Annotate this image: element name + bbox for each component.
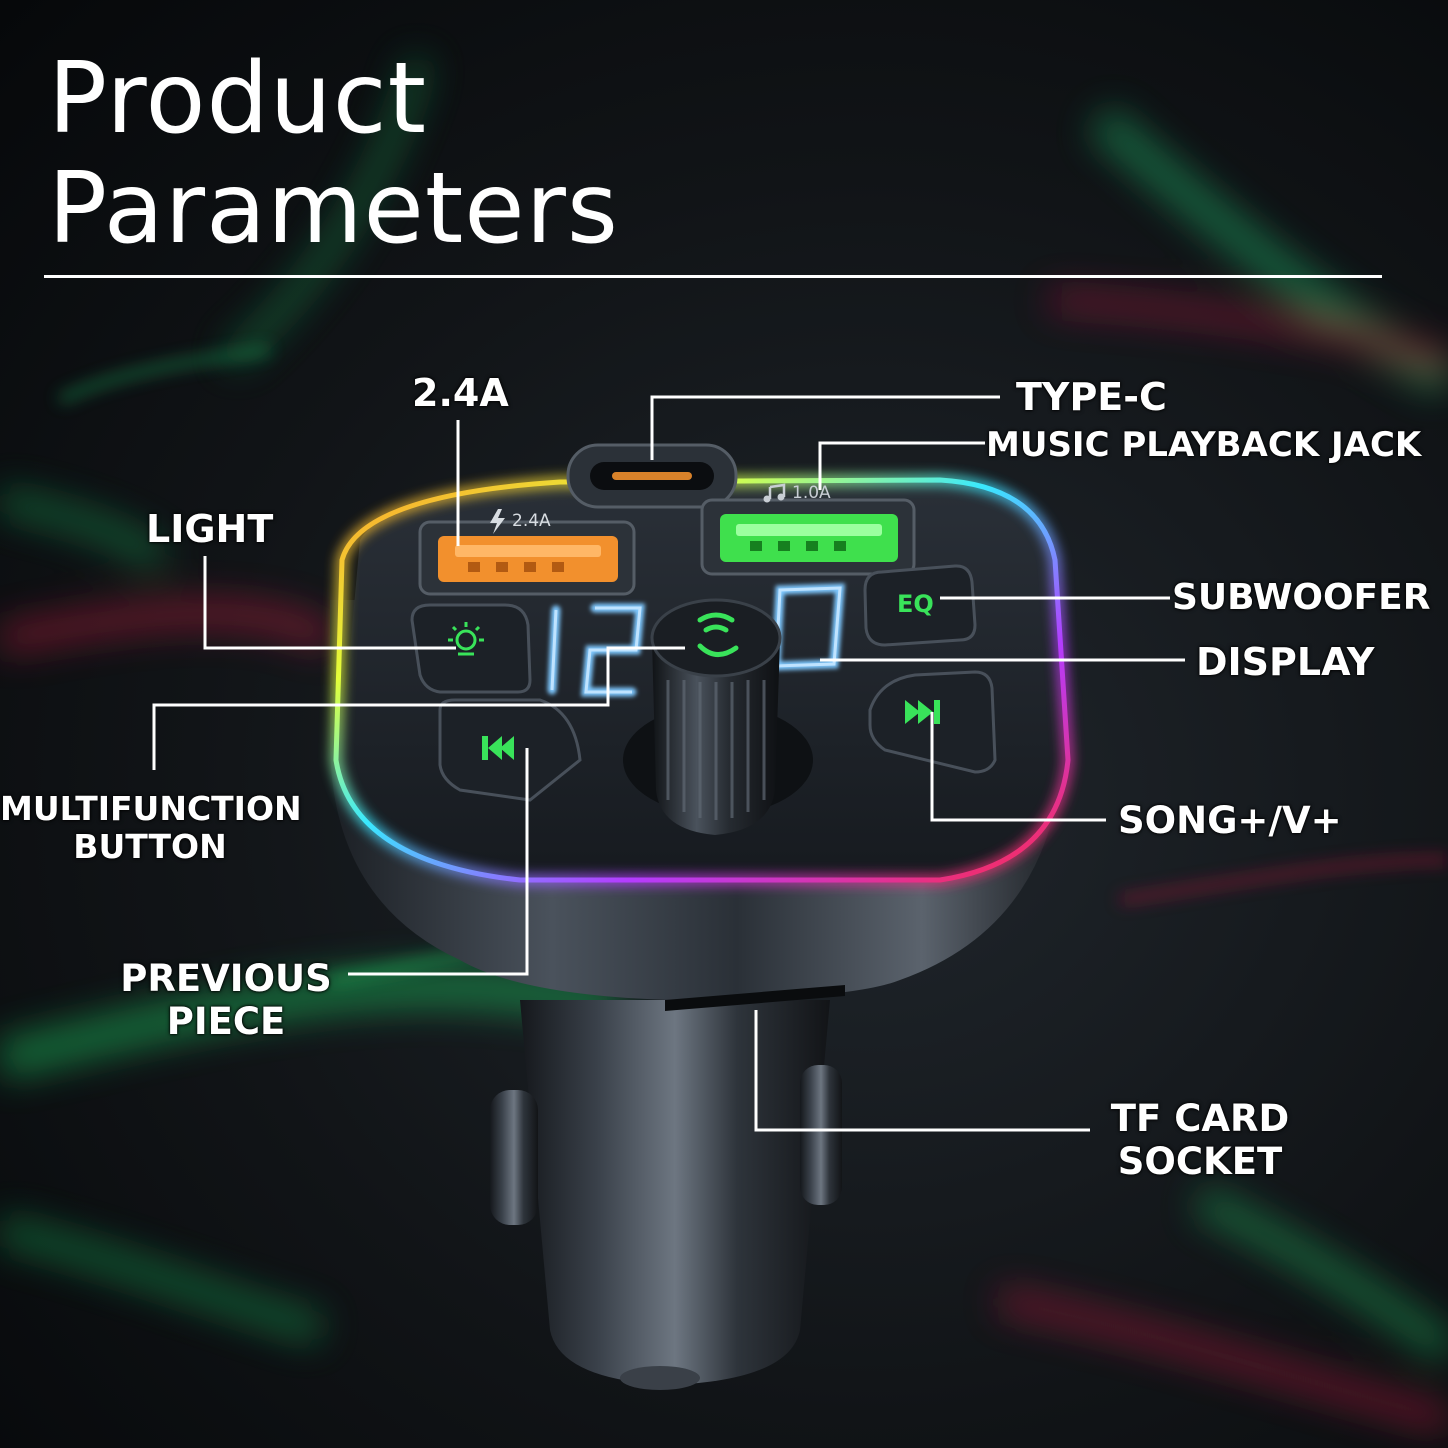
light-bulb-icon [448,622,484,656]
multifunction-knob[interactable] [623,598,813,835]
next-track-icon [905,700,940,724]
eq-button[interactable]: EQ [863,564,977,647]
eq-button-label: EQ [897,590,934,618]
label-tf-line-2: SOCKET [1117,1139,1283,1183]
leader-tf-card [754,1010,1090,1132]
previous-track-button[interactable] [438,698,582,802]
label-2-4a: 2.4A [412,371,509,415]
tf-card-slot [665,985,845,1011]
bolt-icon [490,509,505,534]
label-previous-line-2: PIECE [166,999,286,1043]
label-tf-line-1: TF CARD [1110,1097,1290,1140]
page-title: Product Parameters [48,44,619,264]
leader-song-next [930,712,1106,822]
label-display: DISPLAY [1196,640,1375,684]
label-light: LIGHT [146,507,274,551]
light-button[interactable] [410,603,532,694]
page-title-line-2: Parameters [48,152,619,266]
label-music-playback-jack: MUSIC PLAYBACK JACK [986,425,1422,465]
leader-light [203,556,456,650]
leader-type-c [650,395,1000,460]
leader-previous [348,748,529,976]
label-subwoofer: SUBWOOFER [1172,577,1431,618]
leader-music-jack [818,441,985,490]
label-multifunction-line-2: BUTTON [73,826,227,866]
music-note-icon [763,483,786,503]
label-previous-piece: PREVIOUS PIECE [106,957,346,1043]
label-multifunction-button: MULTIFUNCTION BUTTON [0,789,302,866]
port-left-marking: 2.4A [512,511,551,531]
label-multifunction-line-1: MULTIFUNCTION [0,789,302,828]
plug-side-clip-right [800,1065,842,1205]
label-previous-line-1: PREVIOUS [120,957,332,1000]
label-song-next: SONG+/V+ [1118,799,1342,842]
phone-call-icon [697,612,739,657]
leader-multifunction [152,646,685,770]
label-tf-card-socket: TF CARD SOCKET [1100,1097,1300,1183]
plug-side-clip-left [490,1090,538,1225]
title-divider [44,275,1382,278]
previous-track-icon [482,736,514,760]
page-title-line-1: Product [48,42,428,156]
plug-barrel [520,1000,830,1385]
label-type-c: TYPE-C [1016,375,1167,419]
plug-tip [620,1366,700,1390]
